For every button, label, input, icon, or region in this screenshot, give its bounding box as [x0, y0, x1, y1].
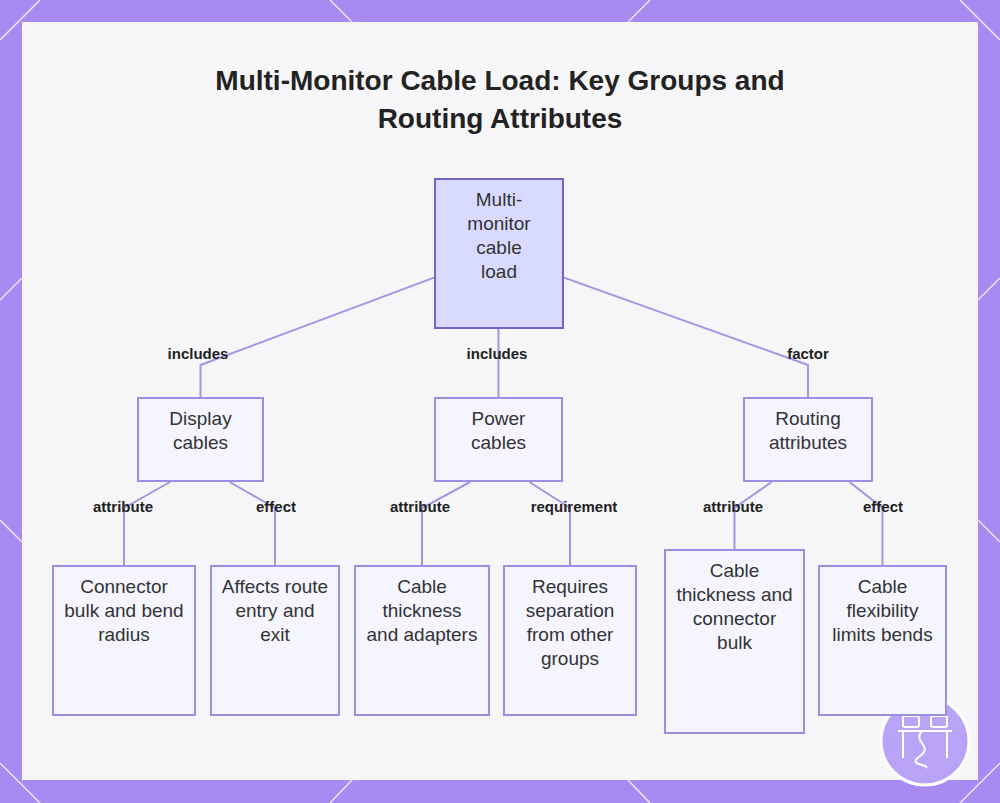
edge-label: requirement: [531, 498, 618, 515]
edge-label: attribute: [703, 498, 763, 515]
edge-label: effect: [863, 498, 903, 515]
edge-label: effect: [256, 498, 296, 515]
node-text: Cable thickness and adapters: [364, 575, 480, 647]
group-box: Routing attributes: [743, 397, 873, 482]
connector-line: [850, 482, 883, 565]
root-box: Multi-monitor cable load: [434, 178, 564, 329]
node-text: Cable flexibility limits bends: [828, 575, 937, 647]
attribute-box: Cable flexibility limits bends: [818, 565, 947, 716]
group-box: Power cables: [434, 397, 563, 482]
attribute-box: Connector bulk and bend radius: [52, 565, 196, 716]
node-text: Requires separation from other groups: [513, 575, 627, 671]
attribute-box: Cable thickness and adapters: [354, 565, 490, 716]
node-text: Connector bulk and bend radius: [62, 575, 186, 647]
connector-line: [529, 482, 570, 565]
connector-line: [735, 482, 772, 549]
connector-line: [564, 278, 808, 397]
attribute-box: Cable thickness and connector bulk: [664, 549, 805, 734]
edge-label: attribute: [93, 498, 153, 515]
edge-label: includes: [168, 345, 229, 362]
node-text: Display cables: [147, 407, 254, 455]
connector-line: [422, 482, 470, 565]
connector-line: [230, 482, 275, 565]
node-text: Affects route entry and exit: [220, 575, 330, 647]
edge-label: factor: [787, 345, 829, 362]
group-box: Display cables: [137, 397, 264, 482]
edge-label: includes: [467, 345, 528, 362]
connector-line: [498, 329, 500, 397]
diagram-title: Multi-Monitor Cable Load: Key Groups and…: [200, 62, 800, 138]
node-text: Multi-monitor cable load: [456, 188, 542, 284]
node-text: Routing attributes: [753, 407, 863, 455]
node-text: Cable thickness and connector bulk: [674, 559, 795, 655]
connector-line: [201, 278, 435, 397]
edge-label: attribute: [390, 498, 450, 515]
attribute-box: Affects route entry and exit: [210, 565, 340, 716]
attribute-box: Requires separation from other groups: [503, 565, 637, 716]
connector-line: [124, 482, 170, 565]
node-text: Power cables: [444, 407, 553, 455]
